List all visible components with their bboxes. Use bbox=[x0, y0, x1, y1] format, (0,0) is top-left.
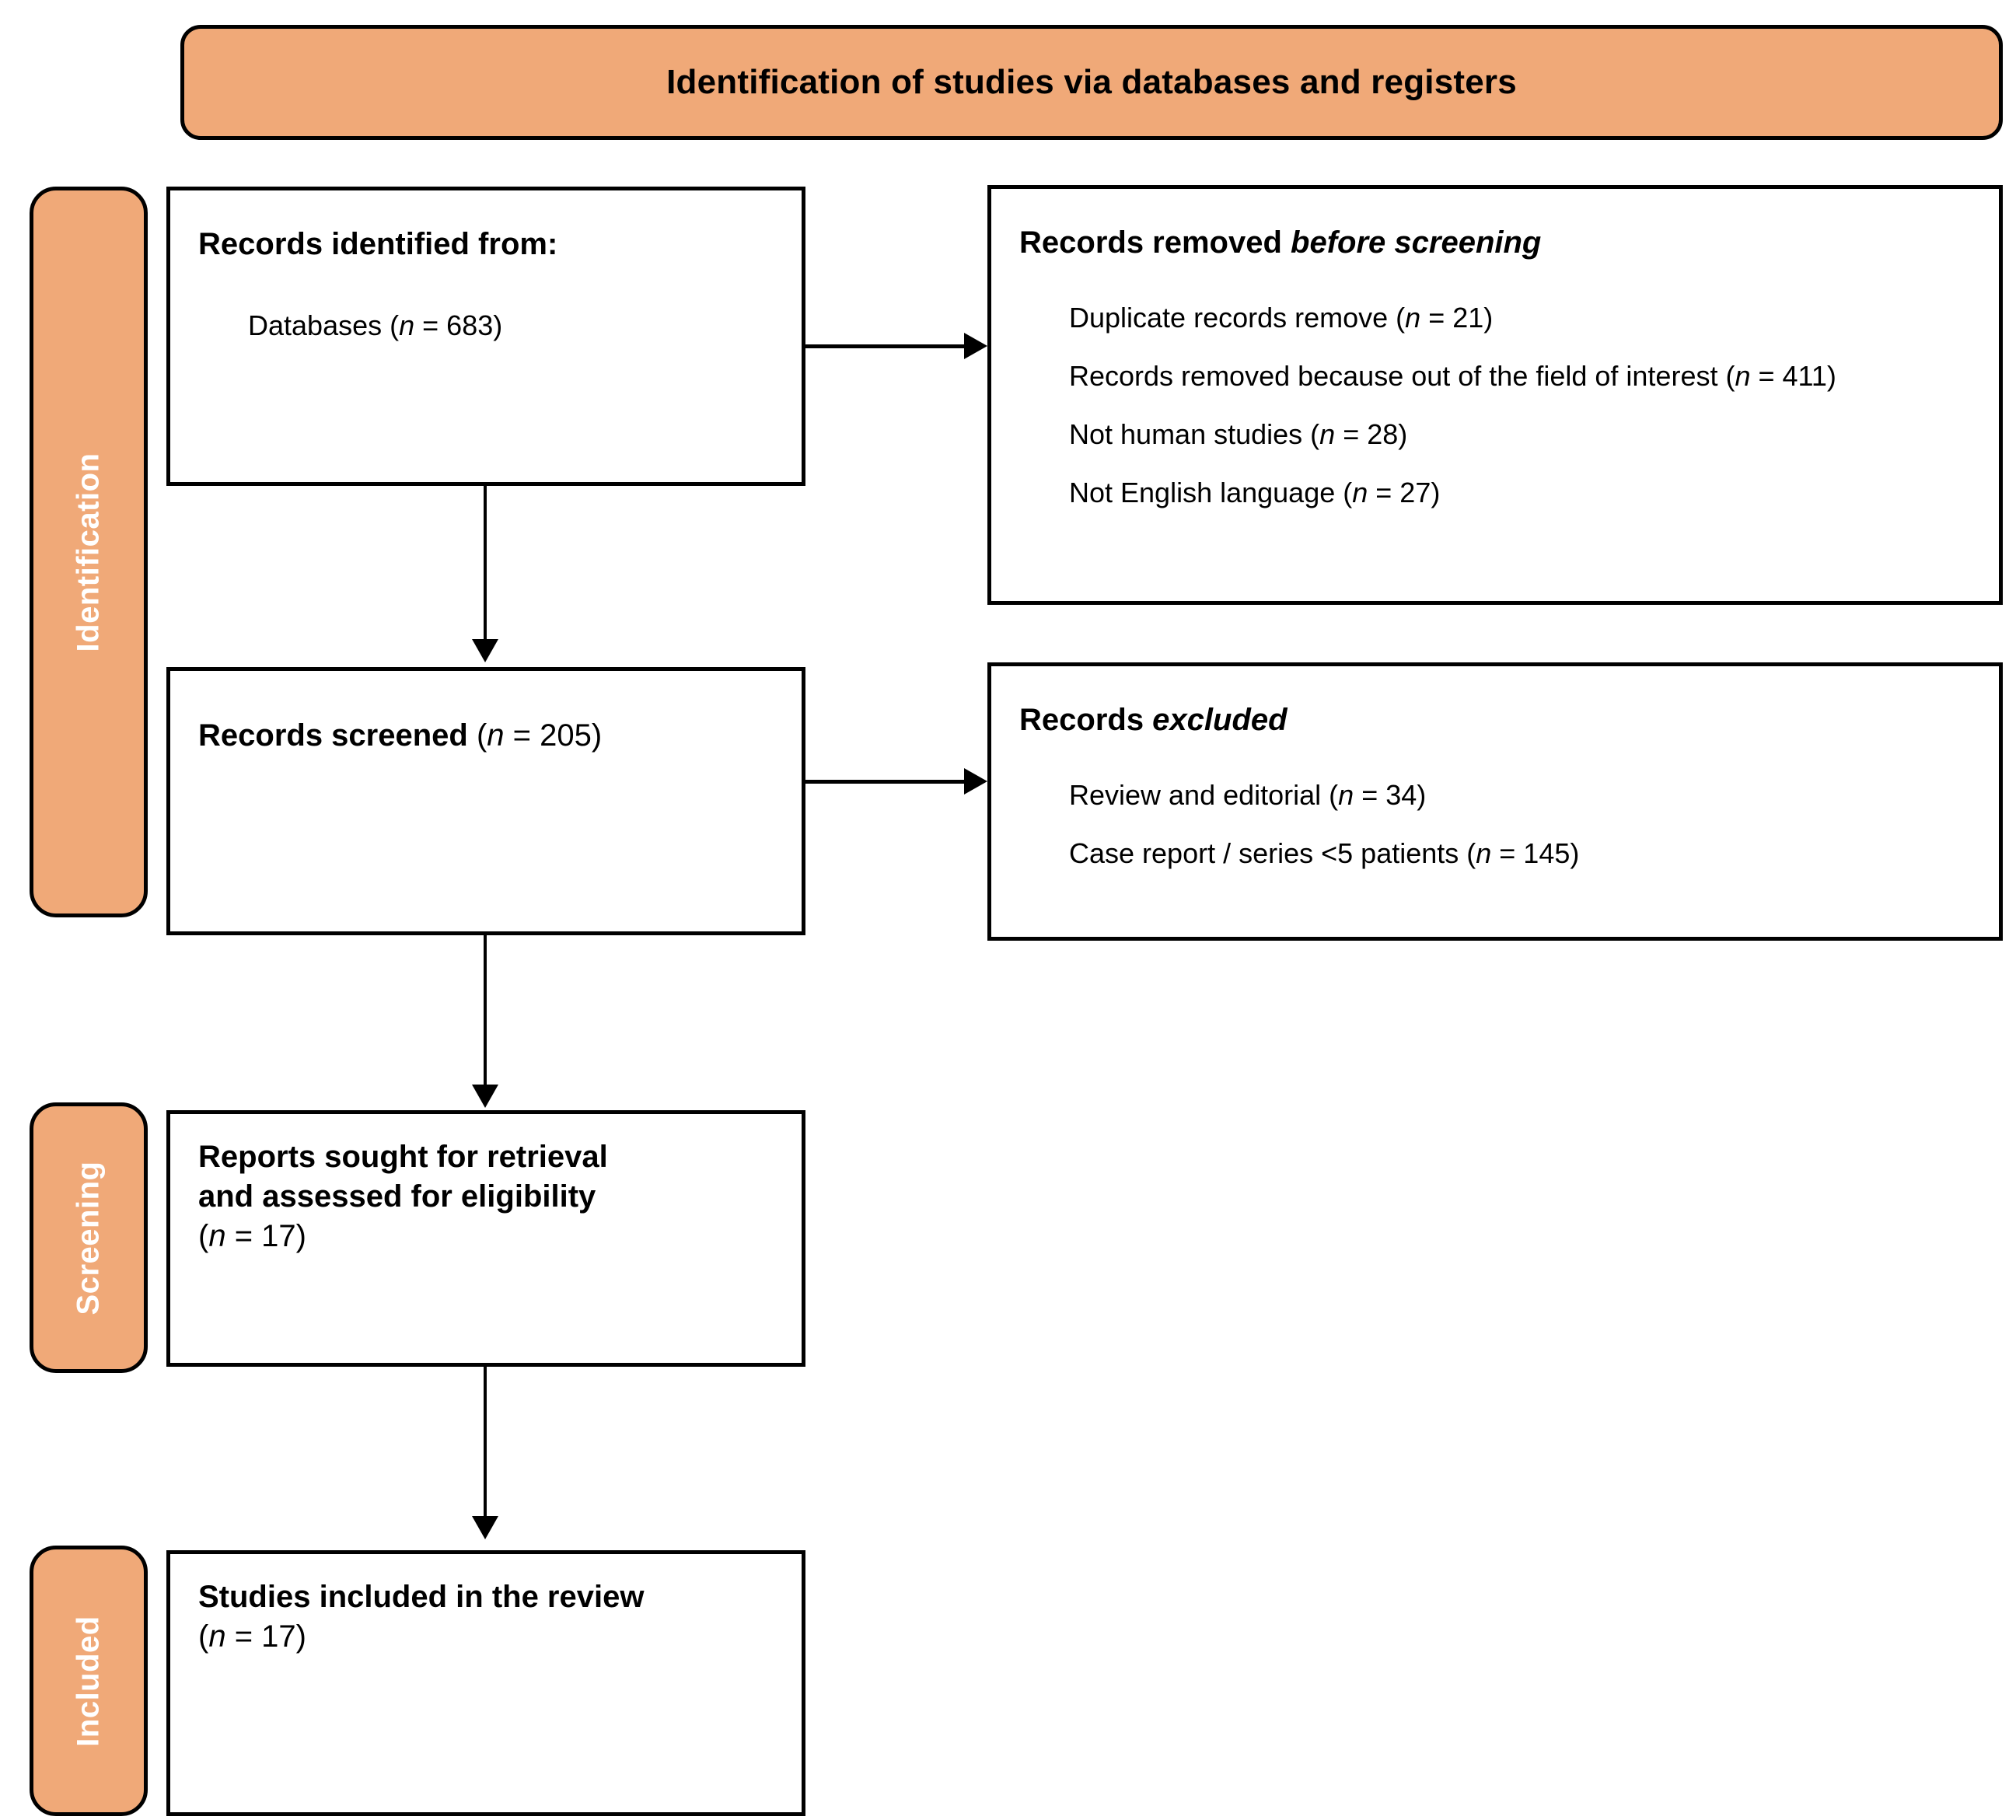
records-removed-item-n: n bbox=[1319, 418, 1336, 451]
box-reports-sought: Reports sought for retrieval and assesse… bbox=[166, 1110, 805, 1367]
records-excluded-item-text: Case report / series <5 patients ( bbox=[1069, 837, 1476, 870]
studies-included-count-line: (n = 17) bbox=[198, 1617, 774, 1657]
reports-sought-count-line: (n = 17) bbox=[198, 1217, 774, 1256]
box-records-identified: Records identified from: Databases (n = … bbox=[166, 187, 805, 486]
diagram-header-banner: Identification of studies via databases … bbox=[180, 25, 2003, 140]
records-excluded-item-value: = 145) bbox=[1491, 837, 1580, 870]
studies-included-n: n bbox=[208, 1619, 226, 1654]
records-excluded-item: Review and editorial (n = 34) bbox=[1069, 777, 1971, 812]
records-screened-heading: Records screened (n = 205) bbox=[198, 716, 774, 756]
stage-label-identification-text: Identification bbox=[71, 452, 106, 651]
connector-arrowhead-sought-to-included bbox=[472, 1516, 498, 1539]
records-removed-item-text: Not English language ( bbox=[1069, 477, 1353, 509]
records-excluded-item: Case report / series <5 patients (n = 14… bbox=[1069, 836, 1971, 871]
records-removed-item-value: = 21) bbox=[1420, 302, 1494, 334]
reports-sought-paren-open: ( bbox=[198, 1219, 209, 1254]
records-excluded-heading-italic: excluded bbox=[1152, 703, 1288, 737]
box-records-screened: Records screened (n = 205) bbox=[166, 667, 805, 935]
records-removed-item-value: = 28) bbox=[1335, 418, 1408, 451]
connector-line-identified-to-removed bbox=[805, 344, 969, 348]
records-excluded-heading: Records excluded bbox=[1019, 700, 1971, 740]
records-excluded-heading-plain: Records bbox=[1019, 703, 1153, 737]
studies-included-paren-open: ( bbox=[198, 1619, 209, 1654]
records-identified-heading: Records identified from: bbox=[198, 227, 558, 261]
records-removed-item: Not English language (n = 27) bbox=[1069, 475, 1971, 510]
records-excluded-item-text: Review and editorial ( bbox=[1069, 779, 1339, 812]
records-removed-item: Not human studies (n = 28) bbox=[1069, 417, 1971, 452]
records-screened-value: = 205) bbox=[504, 718, 603, 753]
connector-line-screened-to-sought bbox=[484, 935, 487, 1091]
connector-arrowhead-identified-to-removed bbox=[964, 333, 987, 359]
stage-label-screening: Screening bbox=[30, 1102, 148, 1373]
records-removed-item-value: = 411) bbox=[1750, 360, 1836, 393]
records-removed-item: Duplicate records remove (n = 21) bbox=[1069, 300, 1971, 335]
records-removed-item-text: Duplicate records remove ( bbox=[1069, 302, 1406, 334]
stage-label-included: Included bbox=[30, 1546, 148, 1816]
records-removed-item-n: n bbox=[1405, 302, 1421, 334]
records-screened-paren-open: ( bbox=[476, 718, 487, 753]
records-removed-heading: Records removed before screening bbox=[1019, 223, 1971, 263]
studies-included-line-1: Studies included in the review bbox=[198, 1580, 645, 1614]
banner-title: Identification of studies via databases … bbox=[666, 63, 1517, 101]
records-removed-item-text: Not human studies ( bbox=[1069, 418, 1320, 451]
connector-arrowhead-screened-to-excluded bbox=[964, 768, 987, 795]
reports-sought-value: = 17) bbox=[225, 1219, 306, 1254]
records-removed-heading-italic: before screening bbox=[1291, 225, 1542, 260]
stage-label-identification: Identification bbox=[30, 187, 148, 917]
records-screened-n: n bbox=[487, 718, 505, 753]
connector-line-identified-to-screened bbox=[484, 486, 487, 645]
stage-label-screening-text: Screening bbox=[71, 1161, 106, 1315]
reports-sought-n: n bbox=[208, 1219, 226, 1254]
records-removed-item-value: = 27) bbox=[1368, 477, 1441, 509]
records-identified-databases-n-symbol: n bbox=[399, 309, 415, 342]
records-removed-heading-plain: Records removed bbox=[1019, 225, 1291, 260]
records-screened-label: Records screened bbox=[198, 718, 477, 753]
reports-sought-line-1: Reports sought for retrieval bbox=[198, 1140, 608, 1174]
connector-arrowhead-screened-to-sought bbox=[472, 1085, 498, 1108]
records-identified-databases-line: Databases (n = 683) bbox=[248, 308, 774, 343]
records-excluded-item-n: n bbox=[1338, 779, 1354, 812]
records-excluded-item-n: n bbox=[1476, 837, 1492, 870]
records-identified-databases-label: Databases ( bbox=[248, 309, 400, 342]
connector-line-sought-to-included bbox=[484, 1367, 487, 1521]
records-removed-item-n: n bbox=[1352, 477, 1368, 509]
connector-arrowhead-identified-to-screened bbox=[472, 639, 498, 662]
studies-included-value: = 17) bbox=[225, 1619, 306, 1654]
box-studies-included: Studies included in the review (n = 17) bbox=[166, 1550, 805, 1816]
box-records-excluded: Records excluded Review and editorial (n… bbox=[987, 662, 2003, 941]
records-removed-item-n: n bbox=[1735, 360, 1751, 393]
records-removed-item-text: Records removed because out of the field… bbox=[1069, 360, 1735, 393]
stage-label-included-text: Included bbox=[71, 1615, 106, 1747]
records-excluded-item-value: = 34) bbox=[1354, 779, 1427, 812]
reports-sought-line-2: and assessed for eligibility bbox=[198, 1179, 596, 1214]
records-removed-item: Records removed because out of the field… bbox=[1069, 358, 1971, 393]
records-identified-databases-value: = 683) bbox=[414, 309, 503, 342]
connector-line-screened-to-excluded bbox=[805, 780, 969, 784]
box-records-removed-before-screening: Records removed before screening Duplica… bbox=[987, 185, 2003, 605]
